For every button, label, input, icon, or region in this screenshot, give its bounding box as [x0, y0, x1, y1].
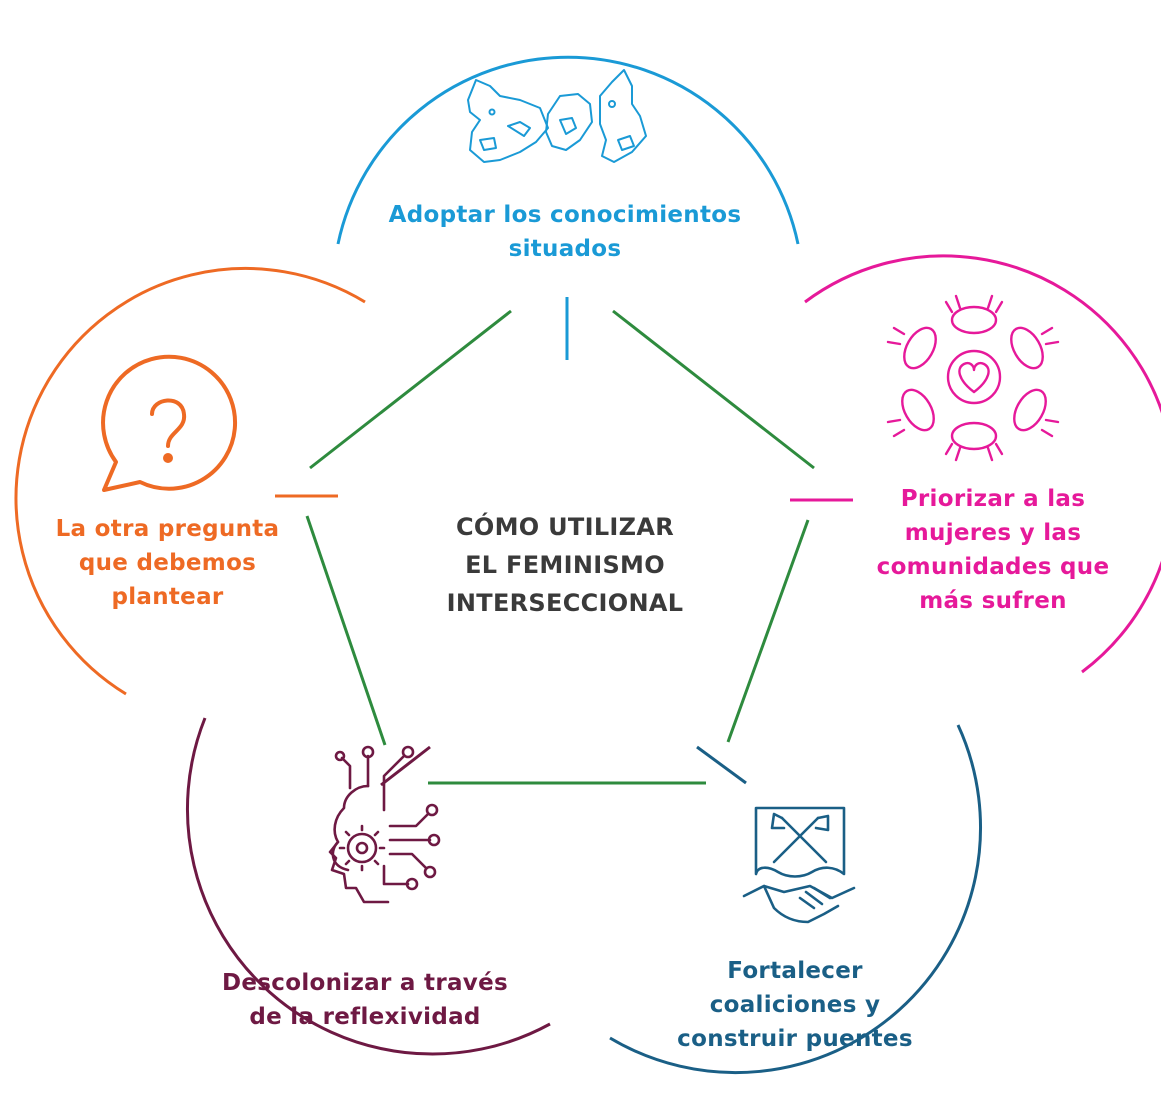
question-bubble-icon [101, 354, 238, 492]
center-title: CÓMO UTILIZAR EL FEMINISMO INTERSECCIONA… [400, 508, 730, 622]
pentagon-edge [309, 309, 512, 470]
center-title-line: CÓMO UTILIZAR [455, 513, 675, 541]
label-line: La otra pregunta [55, 516, 280, 542]
label-line: plantear [111, 584, 224, 610]
arc-left [14, 266, 366, 696]
tick-bottom-right [696, 745, 747, 785]
label-line: construir puentes [677, 1026, 913, 1052]
world-map-icon [467, 69, 647, 163]
pentagon [305, 309, 815, 785]
label-right: Priorizar a las mujeres y las comunidade… [868, 482, 1118, 618]
label-bottom-left: Descolonizar a través de la reflexividad [195, 966, 535, 1034]
label-line: mujeres y las [904, 520, 1082, 546]
pentagon-edge [612, 309, 815, 470]
arc-bottom-left [185, 717, 551, 1056]
handshake-flags-icon [742, 806, 856, 924]
pentagon-edge [726, 519, 810, 743]
hands-heart-circle-icon [886, 294, 1060, 462]
center-title-line: INTERSECCIONAL [446, 589, 684, 617]
label-left: La otra pregunta que debemos plantear [30, 512, 305, 614]
arc-top [336, 55, 800, 245]
label-line: situados [508, 236, 622, 262]
label-top: Adoptar los conocimientos situados [340, 198, 790, 266]
label-bottom-right: Fortalecer coaliciones y construir puent… [650, 954, 940, 1056]
label-line: Priorizar a las [900, 486, 1086, 512]
arc-bottom-right [609, 724, 983, 1075]
center-title-line: EL FEMINISMO [465, 551, 665, 579]
label-line: comunidades que [876, 554, 1110, 580]
label-line: más sufren [919, 588, 1067, 614]
label-line: de la reflexividad [249, 1004, 481, 1030]
label-line: Fortalecer [727, 958, 863, 984]
label-line: Adoptar los conocimientos [388, 202, 742, 228]
label-line: Descolonizar a través [222, 970, 508, 996]
arc-right [804, 254, 1161, 674]
label-line: que debemos [78, 550, 257, 576]
pentagon-edge [305, 515, 387, 746]
tick-bottom-left [380, 745, 431, 787]
label-line: coaliciones y [709, 992, 881, 1018]
head-circuit-gear-icon [328, 745, 441, 904]
